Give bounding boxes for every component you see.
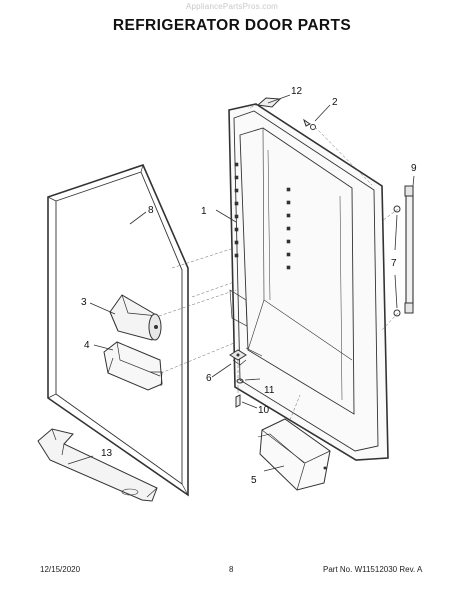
callout-4: 4 xyxy=(84,340,90,351)
footer-part-number: Part No. W11512030 Rev. A xyxy=(323,565,423,574)
callout-12: 12 xyxy=(291,86,303,97)
callout-7: 7 xyxy=(391,258,397,269)
callout-2: 2 xyxy=(332,97,338,108)
door-handle xyxy=(393,185,414,317)
dairy-bin xyxy=(103,341,163,391)
callout-8: 8 xyxy=(148,205,154,216)
callout-1: 1 xyxy=(201,206,207,217)
callout-11: 11 xyxy=(264,385,275,396)
lower-hinge xyxy=(229,349,247,366)
top-screw xyxy=(303,118,316,130)
callout-13: 13 xyxy=(101,448,113,459)
footer-date: 12/15/2020 xyxy=(40,565,81,574)
callout-5: 5 xyxy=(251,475,257,486)
callout-10: 10 xyxy=(258,405,270,416)
door-gasket xyxy=(47,164,189,497)
callout-6: 6 xyxy=(206,373,212,384)
footer-page-number: 8 xyxy=(229,565,234,574)
dairy-door xyxy=(109,294,162,341)
door-frame xyxy=(228,103,389,461)
watermark: AppliancePartsPros.com xyxy=(186,2,278,11)
callout-9: 9 xyxy=(411,163,417,174)
door-bin xyxy=(257,418,331,491)
washer xyxy=(236,378,244,384)
page-title: REFRIGERATOR DOOR PARTS xyxy=(112,17,352,34)
hinge-bolt xyxy=(235,394,241,408)
callout-3: 3 xyxy=(81,297,87,308)
bottom-rail xyxy=(37,428,158,502)
